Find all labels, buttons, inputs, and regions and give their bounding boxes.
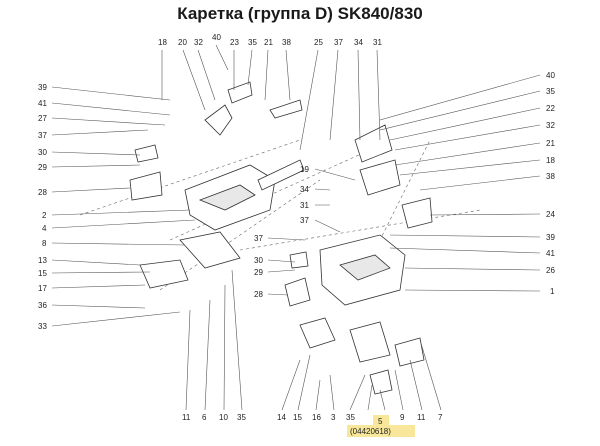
- label-right-21: 21: [546, 139, 555, 148]
- label-left-4: 4: [42, 224, 47, 233]
- label-left-36: 36: [38, 301, 47, 310]
- highlight-code-box: [347, 425, 415, 437]
- leader-lines: [51, 44, 541, 411]
- label-right-40: 40: [546, 71, 555, 80]
- label-mid-34: 34: [300, 185, 309, 194]
- label-top-32: 32: [194, 38, 203, 47]
- label-bottom-10: 10: [219, 413, 228, 422]
- part-code: (04420618): [350, 427, 391, 436]
- label-top-18: 18: [158, 38, 167, 47]
- label-bottom-35b: 35: [346, 413, 355, 422]
- label-right-24: 24: [546, 210, 555, 219]
- label-right-38: 38: [546, 172, 555, 181]
- label-mid-28: 28: [254, 290, 263, 299]
- label-right-26: 26: [546, 266, 555, 275]
- label-right-1: 1: [550, 287, 555, 296]
- callout-labels: 18 20 32 40 23 35 21 38 25 37 34 31 39 4…: [38, 33, 555, 436]
- label-left-33: 33: [38, 322, 47, 331]
- label-left-27: 27: [38, 114, 47, 123]
- label-right-18: 18: [546, 156, 555, 165]
- label-left-8: 8: [42, 239, 47, 248]
- label-top-23: 23: [230, 38, 239, 47]
- label-top-37: 37: [334, 38, 343, 47]
- label-top-38: 38: [282, 38, 291, 47]
- label-left-13: 13: [38, 256, 47, 265]
- label-top-20: 20: [178, 38, 187, 47]
- label-top-35: 35: [248, 38, 257, 47]
- diagram-title: Каретка (группа D) SK840/830: [177, 4, 423, 23]
- label-top-31: 31: [373, 38, 382, 47]
- label-top-40: 40: [212, 33, 221, 42]
- label-mid-30: 30: [254, 256, 263, 265]
- label-left-28: 28: [38, 188, 47, 197]
- label-bottom-7: 7: [438, 413, 443, 422]
- label-right-35: 35: [546, 87, 555, 96]
- label-bottom-35: 35: [237, 413, 246, 422]
- left-carriage-body: [129, 81, 311, 307]
- label-left-15: 15: [38, 269, 47, 278]
- label-bottom-11b: 11: [417, 413, 426, 422]
- label-right-39: 39: [546, 233, 555, 242]
- label-bottom-5: 5: [378, 417, 383, 426]
- label-left-29: 29: [38, 163, 47, 172]
- label-right-22: 22: [546, 104, 555, 113]
- label-left-2: 2: [42, 211, 47, 220]
- label-bottom-3: 3: [331, 413, 336, 422]
- label-bottom-16: 16: [312, 413, 321, 422]
- label-mid-31: 31: [300, 201, 309, 210]
- label-right-32: 32: [546, 121, 555, 130]
- label-mid-37: 37: [300, 216, 309, 225]
- label-bottom-9: 9: [400, 413, 405, 422]
- label-left-17: 17: [38, 284, 47, 293]
- highlight-number-box: [373, 415, 389, 426]
- label-bottom-14: 14: [277, 413, 286, 422]
- label-top-21: 21: [264, 38, 273, 47]
- label-top-34: 34: [354, 38, 363, 47]
- label-right-41: 41: [546, 249, 555, 258]
- label-mid-37b: 37: [254, 234, 263, 243]
- label-bottom-11: 11: [182, 413, 191, 422]
- label-top-25: 25: [314, 38, 323, 47]
- label-left-30: 30: [38, 148, 47, 157]
- label-mid-29: 29: [254, 268, 263, 277]
- assembly-dash-line: [79, 139, 481, 301]
- label-mid-19: 19: [300, 165, 309, 174]
- label-bottom-15: 15: [293, 413, 302, 422]
- label-left-39: 39: [38, 83, 47, 92]
- label-left-41: 41: [38, 99, 47, 108]
- label-left-37: 37: [38, 131, 47, 140]
- right-carriage-body: [299, 124, 433, 395]
- label-bottom-6: 6: [202, 413, 207, 422]
